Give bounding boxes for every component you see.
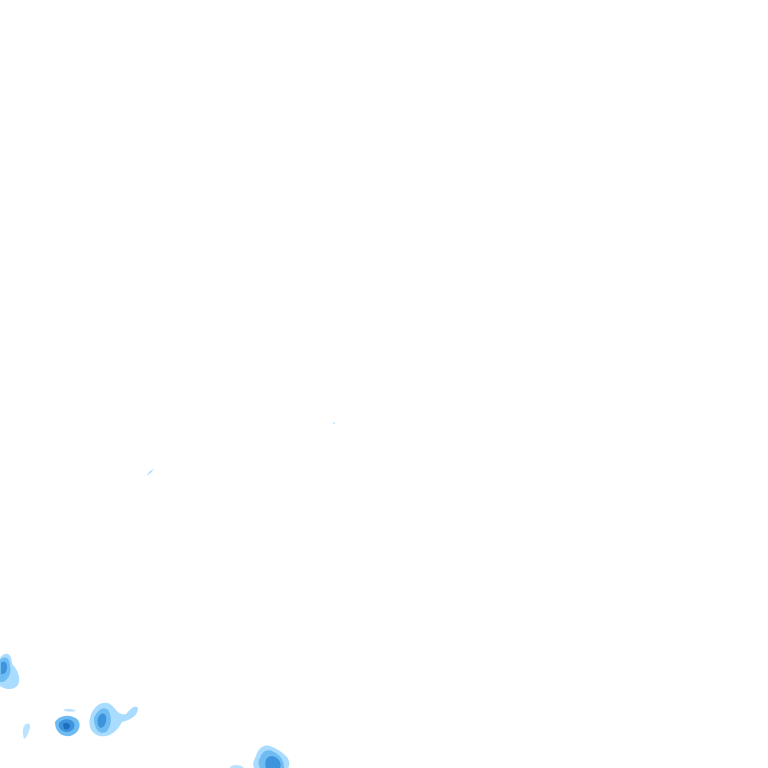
precip-cell-strong: [265, 756, 281, 768]
precip-wisp: [22, 723, 31, 739]
precip-cell-a: [55, 708, 80, 737]
precip-streak: [146, 469, 154, 476]
precip-streak-midleft: [146, 469, 154, 476]
precip-cell-b: [89, 702, 138, 737]
precip-cell-c: [230, 745, 290, 768]
precip-echo-strong: [1, 661, 7, 675]
precip-cell-fringe: [63, 708, 76, 712]
precip-echo-left-edge: [0, 653, 20, 690]
precip-speck: [333, 422, 335, 424]
precip-speck-center: [333, 422, 335, 424]
precip-cell-fringe: [230, 764, 244, 768]
precip-cell-intense: [63, 722, 70, 730]
precip-cell-strong: [97, 713, 107, 728]
precip-wisp-lowerleft: [22, 723, 31, 739]
